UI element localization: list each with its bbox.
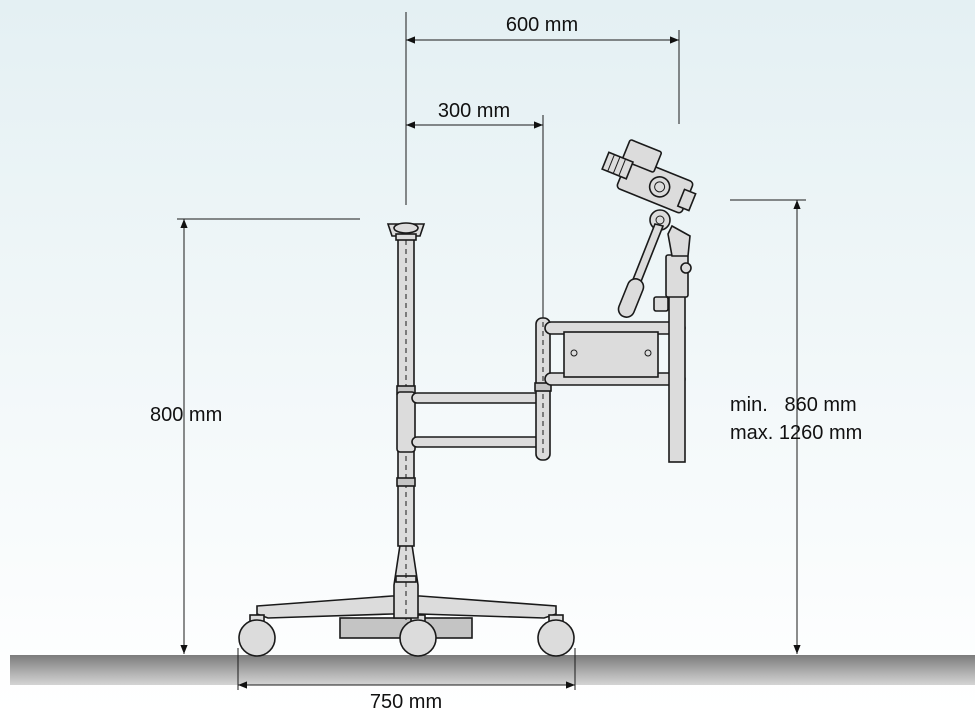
- swing-arm-lower-bar: [411, 436, 543, 448]
- base-width-label: 750 mm: [370, 691, 442, 713]
- eyepiece-tube-upper: [621, 139, 662, 173]
- arm-mounting-box: [563, 331, 659, 378]
- microscope-head: [601, 139, 697, 214]
- dimension-lines: [177, 12, 806, 690]
- column-height-label: 800 mm: [150, 404, 222, 426]
- caster-wheels: [238, 614, 575, 657]
- head-clamp: [665, 254, 689, 298]
- caster-wheel-left: [238, 619, 276, 657]
- floor: [10, 655, 975, 685]
- reach-min-label: 300 mm: [438, 100, 510, 122]
- locking-knob: [653, 296, 669, 312]
- reach-max-label: 600 mm: [506, 14, 578, 36]
- light-source: [676, 188, 697, 212]
- head-post: [668, 289, 686, 463]
- eyepiece-height-min-label: min. 860 mm: [730, 394, 857, 416]
- caster-wheel-center: [399, 619, 437, 657]
- objective-ring: [648, 176, 671, 198]
- eyepiece: [601, 151, 635, 180]
- caster-wheel-right: [537, 619, 575, 657]
- eyepiece-height-max-label: max. 1260 mm: [730, 422, 862, 444]
- stand: [238, 139, 697, 657]
- swing-arm-upper-bar: [411, 392, 543, 404]
